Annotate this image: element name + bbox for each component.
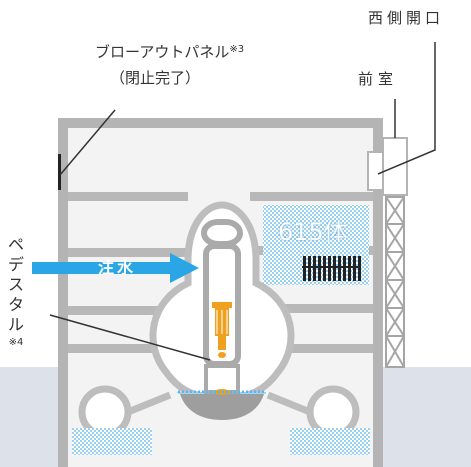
blowout-panel-text: ブローアウトパネル (95, 43, 230, 61)
fuel-count-label: 615体 (278, 218, 348, 246)
rpv-head (201, 219, 243, 247)
lattice-tower (385, 196, 405, 368)
drywell-floor (180, 394, 264, 420)
west-opening-label: 西側開口 (368, 9, 445, 27)
suppression-chamber (78, 385, 360, 439)
leader-lines (49, 42, 436, 361)
debris-shading (216, 310, 228, 334)
pedestal-label: ペ デ ス タ ル ※4 (6, 235, 26, 351)
pedestal-char: ル (7, 315, 24, 334)
pedestal-char: ス (7, 275, 24, 294)
torus-room-water-right (290, 428, 370, 455)
pedestal-note: ※4 (8, 337, 24, 348)
water-injection-arrow (32, 253, 199, 283)
torus-room-water-left (72, 428, 152, 455)
fuel-rack (302, 256, 361, 281)
blowout-panel-note: ※3 (229, 44, 245, 55)
pedestal-char: ペ (7, 235, 24, 254)
water-injection-label: 注水 (98, 258, 137, 277)
pedestal-char: デ (7, 255, 24, 274)
west-opening (367, 151, 384, 191)
blowout-status-label: （閉止完了） (110, 69, 201, 87)
pedestal-char: タ (7, 295, 24, 314)
front-room-label: 前室 (358, 70, 399, 88)
pedestal-column (204, 364, 240, 394)
blowout-panel (58, 154, 61, 190)
blowout-panel-label: ブローアウトパネル※3 (95, 45, 244, 60)
